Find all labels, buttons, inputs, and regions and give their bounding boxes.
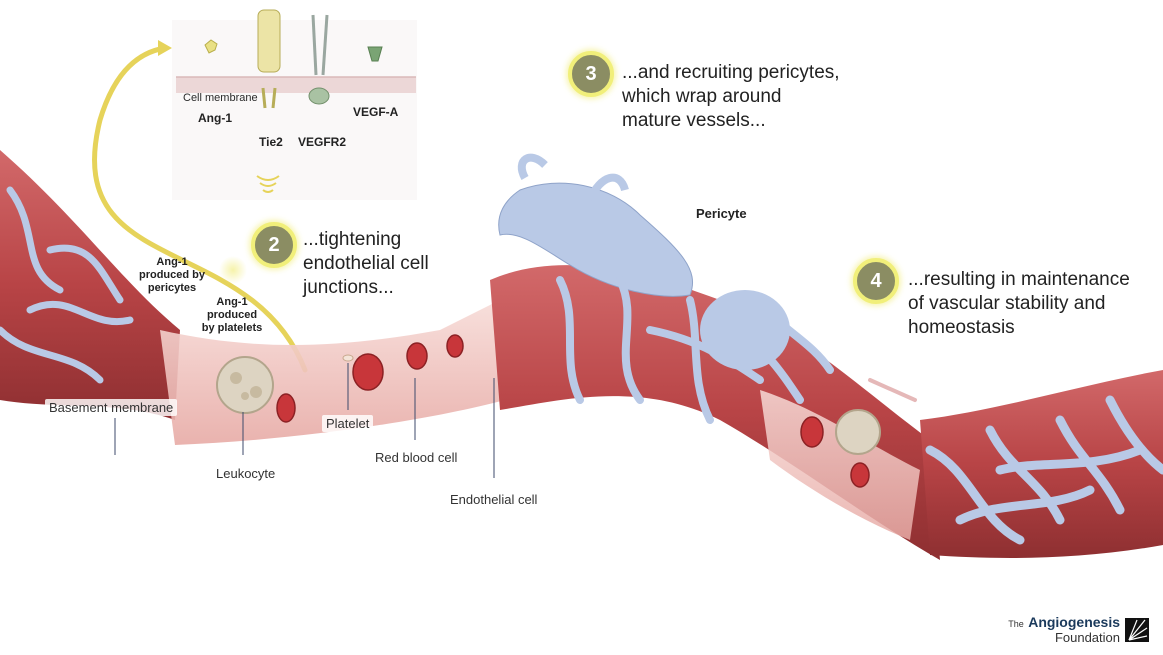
leukocyte-cell-2 (836, 410, 880, 454)
ang1-pericytes-label: Ang-1 produced by pericytes (132, 256, 212, 295)
cell-membrane-label: Cell membrane (183, 92, 258, 104)
logo-sub: Foundation (1008, 631, 1120, 645)
ang1-sparkle-icon (219, 256, 247, 284)
endothelial-cell-label: Endothelial cell (450, 492, 537, 507)
platelet-cell (343, 355, 353, 361)
ang1-platelets-label: Ang-1 produced by platelets (200, 296, 264, 335)
step-4-badge: 4 (853, 258, 899, 304)
step-4-text: ...resulting in maintenance of vascular … (908, 268, 1133, 340)
step-2-badge: 2 (251, 222, 297, 268)
step-2-text: ...tightening endothelial cell junctions… (303, 228, 433, 300)
angiogenesis-foundation-logo: The Angiogenesis Foundation (1008, 615, 1149, 645)
red-blood-cell-label: Red blood cell (375, 450, 457, 465)
pericyte-label: Pericyte (696, 206, 747, 221)
step-3-text: ...and recruiting pericytes, which wrap … (622, 61, 842, 133)
foundation-mark-icon (1125, 618, 1149, 642)
vegfa-label: VEGF-A (353, 105, 398, 119)
leukocyte-label: Leukocyte (216, 466, 275, 481)
basement-membrane-label: Basement membrane (45, 399, 177, 416)
direction-arrow (870, 380, 915, 400)
tie2-label: Tie2 (259, 135, 283, 149)
ang1-label: Ang-1 (198, 111, 232, 125)
step-3-badge: 3 (568, 51, 614, 97)
logo-prefix: The (1008, 619, 1024, 629)
platelet-label: Platelet (322, 415, 373, 432)
leukocyte-cell (217, 357, 273, 413)
logo-name: Angiogenesis (1028, 614, 1120, 630)
vegfr2-label: VEGFR2 (298, 135, 346, 149)
